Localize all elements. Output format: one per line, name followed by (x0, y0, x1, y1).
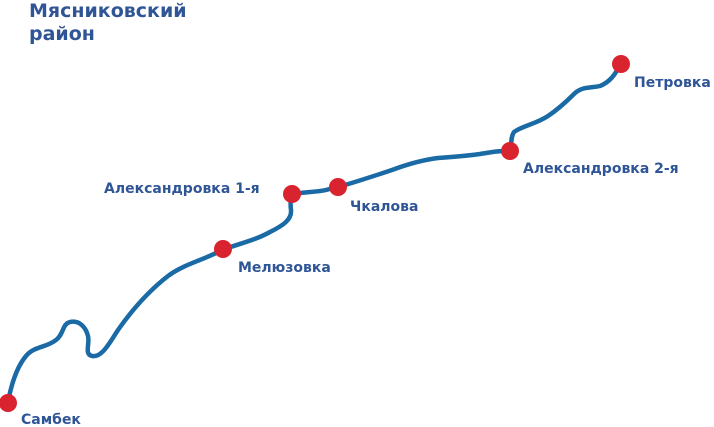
station-label-aleksandrovka-1[interactable]: Александровка 1-я (104, 181, 260, 197)
station-label-meluzovka[interactable]: Мелюзовка (238, 260, 331, 276)
station-marker-meluzovka[interactable] (214, 240, 232, 258)
district-title: Мясниковский район (29, 0, 187, 46)
station-label-chkalova[interactable]: Чкалова (350, 199, 419, 215)
station-label-sambek[interactable]: Самбек (21, 412, 81, 427)
district-title-line1: Мясниковский (29, 0, 187, 22)
station-label-aleksandrovka-2[interactable]: Александровка 2-я (523, 161, 679, 177)
station-marker-petrovka[interactable] (612, 55, 630, 73)
station-marker-sambek[interactable] (0, 394, 17, 412)
route-line (5, 61, 623, 405)
station-marker-chkalova[interactable] (329, 178, 347, 196)
district-title-line2: район (29, 23, 95, 45)
station-marker-aleksandrovka-1[interactable] (283, 185, 301, 203)
station-label-petrovka[interactable]: Петровка (634, 75, 711, 91)
station-marker-aleksandrovka-2[interactable] (501, 142, 519, 160)
